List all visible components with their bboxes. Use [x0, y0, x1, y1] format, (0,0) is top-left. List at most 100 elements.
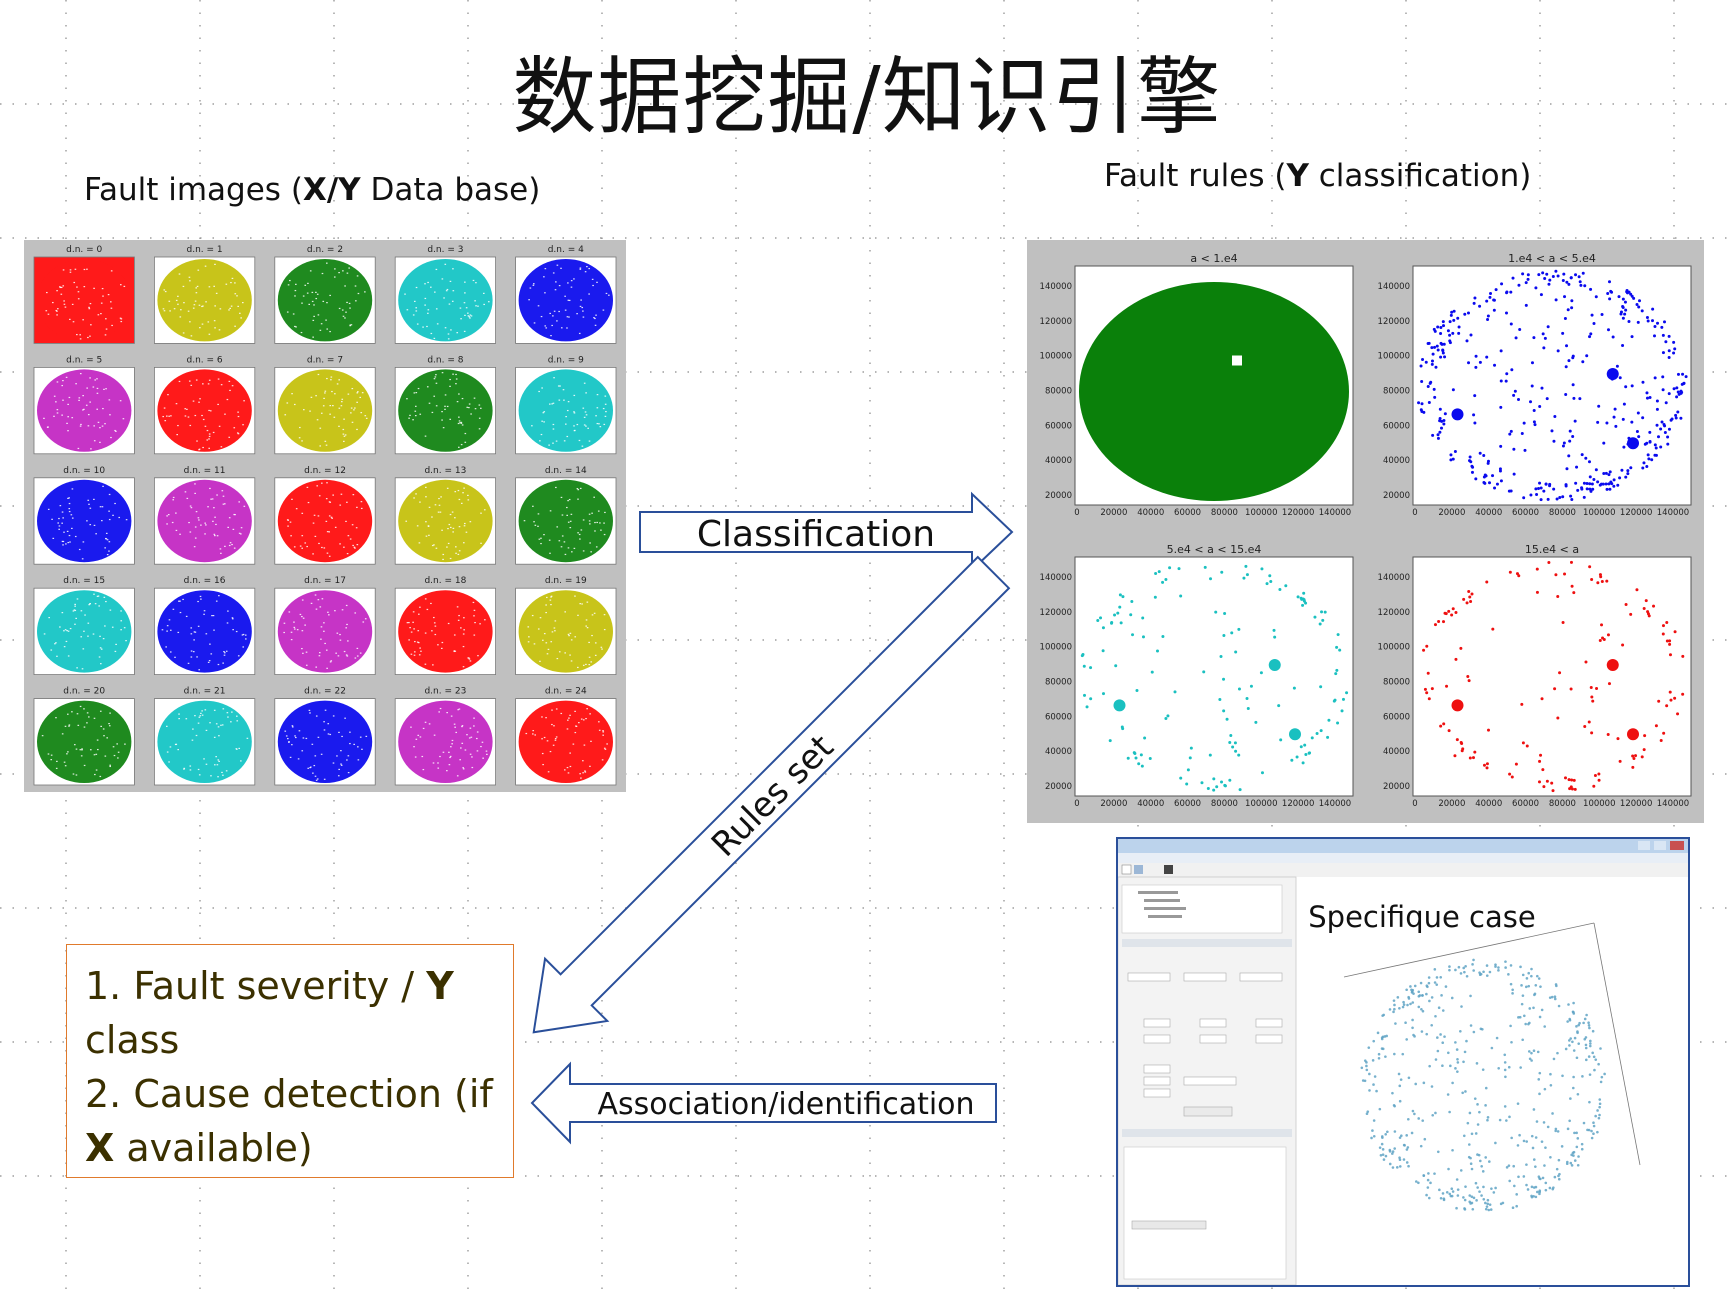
fault-point: [1499, 349, 1503, 353]
fault-speck: [112, 514, 114, 516]
fault-speck: [566, 514, 568, 516]
fault-point: [1419, 364, 1423, 368]
fault-point: [1218, 697, 1222, 701]
x-tick-label: 40000: [1475, 799, 1502, 809]
association-label: Association/identification: [597, 1087, 974, 1122]
fault-speck: [560, 546, 563, 548]
fault-speck: [549, 750, 552, 753]
fault-speck: [455, 373, 457, 376]
maximize-icon[interactable]: [1654, 841, 1666, 850]
fault-speck: [590, 740, 592, 742]
fault-speck: [238, 532, 241, 534]
fault-point: [1679, 391, 1683, 395]
fault-speck: [577, 614, 579, 616]
fault-speck: [419, 647, 421, 649]
fault-point: [1645, 441, 1649, 445]
fault-speck: [324, 709, 327, 711]
fault-point: [1664, 340, 1668, 344]
new-file-icon[interactable]: [1121, 864, 1132, 875]
fault-speck: [78, 397, 81, 399]
case-point: [1382, 1158, 1386, 1161]
case-point: [1365, 1064, 1368, 1068]
case-point: [1504, 1075, 1507, 1079]
fault-speck: [543, 633, 546, 635]
fault-point: [1516, 397, 1520, 401]
fault-point: [1164, 717, 1168, 721]
fault-point: [1489, 292, 1493, 296]
case-point: [1427, 1172, 1430, 1175]
fault-speck: [579, 603, 582, 605]
fault-point: [1651, 307, 1655, 311]
fault-speck: [463, 330, 466, 333]
fault-image-cell: d.n. = 14: [515, 466, 617, 565]
fault-speck: [215, 756, 217, 758]
fault-speck: [573, 412, 576, 414]
wafer-disc: [518, 479, 613, 563]
cell-label: d.n. = 17: [304, 576, 346, 586]
fault-point: [1600, 623, 1604, 627]
case-point: [1402, 1143, 1406, 1147]
x-tick-label: 20000: [1438, 508, 1465, 518]
fault-speck: [426, 325, 428, 328]
fault-point: [1660, 420, 1664, 424]
fault-point: [1499, 379, 1503, 383]
minimize-icon[interactable]: [1638, 841, 1650, 850]
case-point: [1372, 1134, 1376, 1138]
fault-point: [1672, 340, 1676, 344]
fault-speck: [604, 511, 606, 514]
fault-speck: [547, 771, 550, 773]
case-point: [1516, 1102, 1520, 1105]
case-point: [1494, 963, 1497, 966]
fault-point: [1320, 610, 1324, 614]
fault-speck: [60, 286, 63, 289]
case-point: [1413, 984, 1417, 988]
fault-speck: [242, 633, 245, 636]
fault-speck: [309, 410, 311, 412]
fault-speck: [548, 403, 551, 405]
close-icon[interactable]: [1670, 841, 1684, 850]
open-file-icon[interactable]: [1134, 865, 1143, 874]
fault-speck: [589, 713, 591, 715]
fault-speck: [594, 324, 597, 326]
fault-speck: [422, 326, 424, 328]
case-point: [1393, 1003, 1396, 1007]
fault-point: [1572, 778, 1576, 782]
x-tick-label: 40000: [1475, 508, 1502, 518]
fault-speck: [453, 650, 456, 652]
fault-point: [1504, 379, 1508, 383]
fault-speck: [63, 531, 65, 533]
fault-speck: [66, 422, 68, 424]
fault-speck: [542, 763, 544, 766]
specific-case-label: Specifique case: [1308, 900, 1535, 934]
save-icon[interactable]: [1164, 865, 1173, 874]
fault-point: [1630, 294, 1634, 298]
fault-point: [1648, 396, 1652, 400]
case-point: [1485, 1205, 1489, 1208]
fault-image-cell: d.n. = 7: [274, 355, 376, 455]
case-point: [1485, 964, 1489, 967]
fault-speck: [102, 407, 104, 410]
cell-label: d.n. = 10: [63, 466, 105, 476]
case-point: [1394, 1022, 1397, 1025]
fault-point: [1647, 614, 1651, 618]
fault-speck: [588, 440, 591, 442]
case-point: [1392, 999, 1396, 1002]
case-point: [1484, 1207, 1488, 1211]
case-point: [1368, 1072, 1371, 1076]
fault-speck: [596, 521, 598, 524]
fault-point: [1570, 787, 1574, 791]
case-point: [1569, 1037, 1573, 1040]
fault-speck: [325, 319, 327, 321]
fault-speck: [184, 408, 187, 410]
fault-speck: [82, 319, 84, 321]
fault-speck: [449, 756, 451, 759]
fault-speck: [342, 428, 345, 431]
fault-point: [1562, 441, 1566, 445]
fault-speck: [96, 387, 99, 390]
fault-speck: [324, 392, 326, 394]
case-point: [1479, 1159, 1482, 1163]
background-colour-button[interactable]: [1131, 1220, 1207, 1230]
fault-point: [1561, 331, 1565, 335]
fault-speck: [178, 380, 181, 383]
fault-speck: [577, 489, 580, 491]
